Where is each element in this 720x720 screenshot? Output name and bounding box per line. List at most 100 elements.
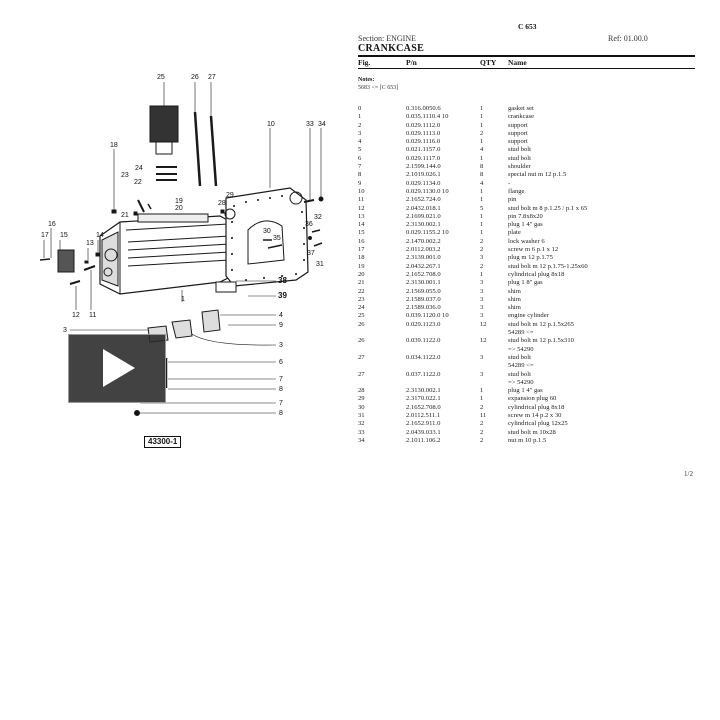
part-number: 2.3170.022.1 xyxy=(406,395,441,403)
part-name: plug 1 4" gas xyxy=(508,221,543,229)
callout-number: 1 xyxy=(181,296,185,303)
part-number: 0.029.1134.0 xyxy=(406,179,441,187)
part-qty: 3 xyxy=(480,312,484,320)
part-qty: 3 xyxy=(480,304,484,312)
part-name: stud bolt m 10x28 xyxy=(508,428,556,436)
part-fig: 25 xyxy=(358,312,365,320)
part-fig: 23 xyxy=(358,295,365,303)
part-fig: 33 xyxy=(358,428,365,436)
callout-number: 29 xyxy=(226,192,234,199)
callout-number: 3 xyxy=(63,327,67,334)
part-number: 0.037.1122.0 xyxy=(406,370,441,378)
part-name: => 54290 xyxy=(508,345,534,353)
video-player-overlay[interactable] xyxy=(68,334,166,403)
part-qty: 2 xyxy=(480,436,484,444)
part-number: 2.1589.036.0 xyxy=(406,304,441,312)
column-header-name: Name xyxy=(508,58,527,67)
part-fig: 6 xyxy=(358,154,362,162)
part-number: 2.0432.018.1 xyxy=(406,204,441,212)
part-qty: 5 xyxy=(480,204,484,212)
part-name: engine cylinder xyxy=(508,312,549,320)
part-qty: 1 xyxy=(480,187,484,195)
part-name: screw m 14 p.2 x 30 xyxy=(508,411,562,419)
part-name: expansion plug 60 xyxy=(508,395,557,403)
part-number: 2.0112.511.1 xyxy=(406,411,441,419)
part-name: crankcase xyxy=(508,113,534,121)
part-name: support xyxy=(508,121,528,129)
part-name: flange xyxy=(508,187,525,195)
part-name: - xyxy=(508,179,511,187)
callout-number: 28 xyxy=(218,200,226,207)
part-fig: 0 xyxy=(358,105,362,112)
part-fig: 10 xyxy=(358,187,365,195)
part-number: 2.3130.002.1 xyxy=(406,221,441,229)
part-qty: 2 xyxy=(480,403,484,411)
callout-number: 27 xyxy=(208,74,216,81)
table-row: => 54290 xyxy=(358,346,698,354)
part-fig: 13 xyxy=(358,212,365,220)
part-qty: 1 xyxy=(480,229,484,237)
callout-number: 39 xyxy=(278,291,287,300)
callout-number: 18 xyxy=(110,142,118,149)
part-name: cylindrical plug 8x18 xyxy=(508,270,565,278)
part-fig: 15 xyxy=(358,229,365,237)
part-qty: 1 xyxy=(480,221,484,229)
callout-number: 17 xyxy=(41,232,49,239)
part-number: 0.316.0050.6 xyxy=(406,105,441,112)
part-name: stud bolt xyxy=(508,146,531,154)
part-fig: 29 xyxy=(358,395,365,403)
callout-number: 14 xyxy=(96,232,104,239)
part-name: => 54290 xyxy=(508,378,534,386)
notes-value: 5683 <= [C 653] xyxy=(358,85,399,91)
part-number: 2.1652.724.0 xyxy=(406,196,441,204)
part-number: 0.029.1116.0 xyxy=(406,138,441,146)
part-qty: 3 xyxy=(480,279,484,287)
part-name: plate xyxy=(508,229,521,237)
document-code: C 653 xyxy=(518,22,537,31)
part-name: shim xyxy=(508,295,521,303)
part-number: 2.3139.001.0 xyxy=(406,254,441,262)
table-row: => 54290 xyxy=(358,379,698,387)
part-number: 2.0432.267.1 xyxy=(406,262,441,270)
part-qty: 3 xyxy=(480,370,484,378)
part-fig: 22 xyxy=(358,287,365,295)
part-number: 2.1569.055.0 xyxy=(406,287,441,295)
part-qty: 1 xyxy=(480,387,484,395)
callout-number: 8 xyxy=(279,386,283,393)
part-fig: 26 xyxy=(358,337,365,345)
part-fig: 9 xyxy=(358,179,362,187)
part-number: 0.029.1117.0 xyxy=(406,154,441,162)
callout-number: 11 xyxy=(89,312,97,319)
part-fig: 31 xyxy=(358,411,365,419)
part-fig: 12 xyxy=(358,204,365,212)
part-number: 2.1652.708.0 xyxy=(406,403,441,411)
part-name: plug 1 8" gas xyxy=(508,279,543,287)
part-name: cylindrical plug 12x25 xyxy=(508,420,568,428)
part-fig: 21 xyxy=(358,279,365,287)
part-number: 0.029.1123.0 xyxy=(406,320,441,328)
part-name: stud bolt m 12 p.1.5x310 xyxy=(508,337,574,345)
part-name: support xyxy=(508,138,528,146)
play-icon[interactable] xyxy=(103,349,135,387)
column-header-pn: P/n xyxy=(406,58,417,67)
part-number: 0.035.1110.4 10 xyxy=(406,113,449,121)
part-number: 0.029.1113.0 xyxy=(406,129,441,137)
part-name: stud bolt m 12 p.1.5x265 xyxy=(508,320,574,328)
notes-label: Notes: xyxy=(358,77,375,83)
part-qty: 2 xyxy=(480,420,484,428)
part-qty: 3 xyxy=(480,295,484,303)
part-fig: 14 xyxy=(358,221,365,229)
